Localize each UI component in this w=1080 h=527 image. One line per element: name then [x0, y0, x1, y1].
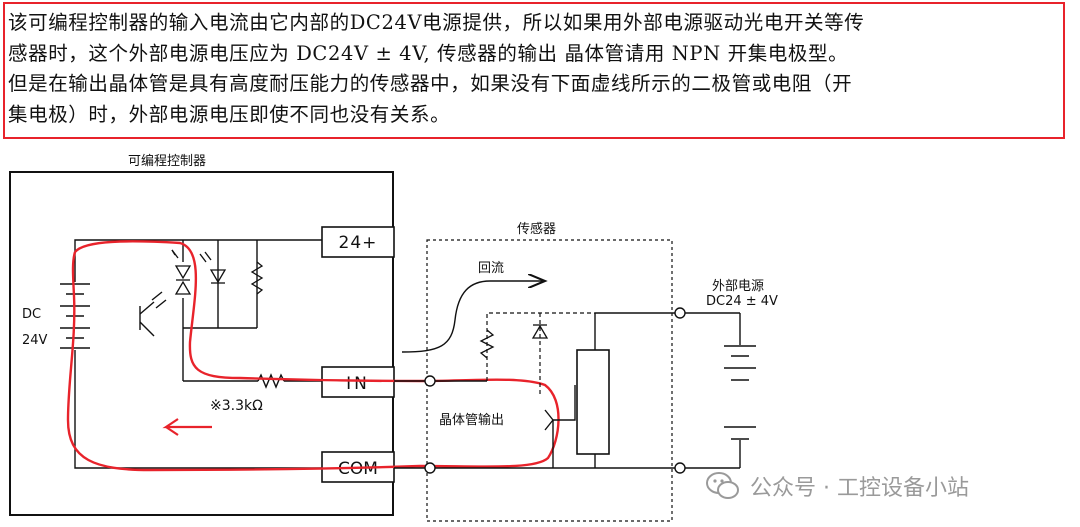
- notice-line-3: 但是在输出晶体管是具有高度耐压能力的传感器中，如果没有下面虚线所示的二极管或电阻…: [8, 72, 853, 95]
- terminal-24-plus: 24+: [321, 226, 395, 258]
- notice-box: 该可编程控制器的输入电流由它内部的DC24V电源提供，所以如果用外部电源驱动光电…: [3, 2, 1065, 139]
- optional-resistor-icon: [479, 329, 495, 359]
- resistor-value-label: ※3.3kΩ: [210, 398, 263, 414]
- loop-direction-arrow-icon: [162, 418, 212, 436]
- battery-dc24v: [60, 283, 90, 349]
- optional-diode-icon: [531, 324, 549, 339]
- watermark-text: 公众号 · 工控设备小站: [750, 476, 969, 501]
- notice-line-1: 该可编程控制器的输入电流由它内部的DC24V电源提供，所以如果用外部电源驱动光电…: [8, 11, 865, 34]
- return-flow-arrow: [401, 281, 545, 353]
- ext-supply-title: 外部电源: [712, 279, 764, 294]
- plc-label: 可编程控制器: [128, 154, 206, 169]
- notice-line-4: 集电极）时，外部电源电压即使不同也没有关系。: [8, 102, 451, 126]
- current-loop-highlight: [66, 240, 560, 472]
- phototransistor-icon: [139, 291, 167, 337]
- sensor-label: 传感器: [517, 221, 556, 237]
- return-flow-label: 回流: [478, 261, 504, 276]
- transistor-output-label: 晶体管输出: [439, 412, 504, 428]
- notice-line-2: 感器时，这个外部电源电压应为 DC24V ± 4V, 传感器的输出 晶体管请用 …: [8, 41, 849, 65]
- wechat-icon: [706, 472, 739, 499]
- sensor-element: [576, 349, 610, 455]
- optional-parts-dashed: [486, 312, 595, 395]
- internal-resistor-icon: [250, 261, 264, 295]
- battery-external: [724, 345, 756, 440]
- terminal-in-label: IN: [346, 374, 370, 394]
- terminal-24-label: 24+: [339, 233, 378, 253]
- opto-led-pair: [171, 249, 192, 295]
- sensor-box: [426, 239, 673, 522]
- terminal-com-label: COM: [338, 459, 378, 479]
- watermark: 公众号 · 工控设备小站: [706, 468, 969, 504]
- input-resistor-icon: [257, 373, 285, 389]
- plc-box: [9, 171, 394, 516]
- indicator-diode-icon: [199, 251, 227, 284]
- dc-label: DC: [22, 307, 41, 322]
- dc-voltage-label: 24V: [22, 333, 48, 348]
- internal-wiring: [74, 239, 322, 469]
- ext-supply-voltage: DC24 ± 4V: [706, 294, 778, 309]
- terminal-circles: [424, 307, 686, 474]
- sensor-wiring: [394, 312, 741, 469]
